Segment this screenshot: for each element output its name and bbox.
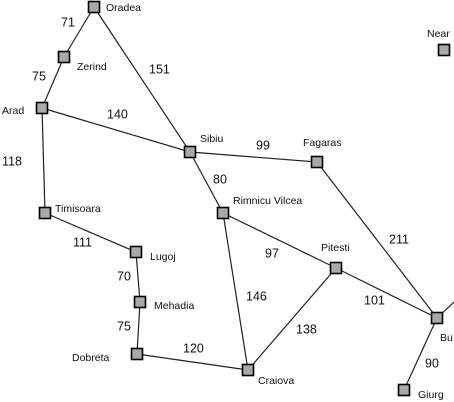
distance-label-dobreta-craiova: 120 — [183, 341, 204, 355]
road-lugoj-mehadia — [135, 251, 141, 303]
distance-label-arad-sibiu: 140 — [107, 107, 128, 121]
city-label-timisoara: Timisoara — [55, 203, 101, 215]
city-label-oradea: Oradea — [106, 2, 141, 14]
city-node-dobreta — [130, 347, 144, 361]
roads-layer — [41, 6, 454, 391]
city-label-dobreta: Dobreta — [72, 352, 110, 364]
city-node-bucharest — [430, 311, 444, 325]
road-rimnicu-vilcea-pitesti — [222, 212, 337, 269]
road-arad-timisoara — [41, 107, 46, 214]
city-node-rimnicu-vilcea — [216, 206, 230, 220]
distance-label-zerind-arad: 75 — [32, 69, 46, 83]
city-node-timisoara — [38, 206, 52, 220]
city-node-giurgiu — [397, 383, 411, 397]
road-bucharest-giurgiu — [403, 317, 438, 391]
city-label-zerind: Zerind — [77, 61, 107, 73]
road-sibiu-fagaras — [189, 151, 318, 163]
city-node-lugoj — [129, 245, 143, 259]
city-label-giurgiu: Giurg — [418, 389, 444, 401]
distance-label-lugoj-mehadia: 70 — [117, 269, 131, 283]
distance-label-sibiu-rimnicu-vilcea: 80 — [213, 172, 227, 186]
city-node-craiova — [241, 363, 255, 377]
road-mehadia-dobreta — [136, 301, 141, 355]
road-dobreta-craiova — [136, 353, 249, 371]
road-craiova-pitesti — [247, 267, 337, 371]
road-oradea-sibiu — [93, 6, 191, 153]
distance-labels-layer: 71 75 151 140 118 111 70 75 120 99 80 97 146 138 211 10… — [2, 15, 439, 370]
distance-label-pitesti-bucharest: 101 — [364, 293, 385, 307]
distance-label-oradea-zerind: 71 — [61, 15, 75, 29]
road-zerind-arad — [41, 56, 65, 109]
city-node-zerind — [57, 50, 71, 64]
road-arad-sibiu — [41, 107, 191, 153]
city-label-arad: Arad — [2, 105, 24, 117]
cities-layer — [35, 0, 451, 397]
city-node-pitesti — [329, 261, 343, 275]
road-pitesti-bucharest — [335, 267, 438, 319]
distance-label-fagaras-bucharest: 211 — [389, 232, 409, 246]
road-timisoara-lugoj — [44, 212, 137, 253]
city-node-sibiu — [183, 145, 197, 159]
distance-label-rimnicu-vilcea-craiova: 146 — [246, 289, 267, 303]
distance-label-rimnicu-vilcea-pitesti: 97 — [265, 246, 279, 260]
distance-label-arad-timisoara: 118 — [2, 154, 22, 168]
road-oradea-zerind — [63, 6, 95, 58]
city-label-rimnicu-vilcea: Rimnicu Vilcea — [233, 195, 302, 207]
city-label-pitesti: Pitesti — [321, 242, 350, 254]
city-label-craiova: Craiova — [258, 375, 294, 387]
city-node-arad — [35, 101, 49, 115]
road-rimnicu-vilcea-craiova — [222, 212, 249, 371]
city-label-bucharest: Bu — [440, 332, 453, 344]
distance-label-bucharest-giurgiu: 90 — [425, 356, 439, 370]
distance-label-timisoara-lugoj: 111 — [73, 235, 92, 249]
city-node-oradea — [87, 0, 101, 14]
road-fagaras-bucharest — [316, 161, 438, 319]
city-node-neamt — [437, 43, 451, 57]
city-node-mehadia — [133, 295, 147, 309]
distance-label-sibiu-fagaras: 99 — [256, 138, 270, 152]
city-label-sibiu: Sibiu — [200, 133, 224, 145]
city-label-neamt: Near — [427, 28, 450, 40]
city-label-lugoj: Lugoj — [150, 251, 176, 263]
city-label-fagaras: Fagaras — [303, 137, 342, 149]
distance-label-oradea-sibiu: 151 — [149, 62, 170, 76]
distance-label-mehadia-dobreta: 75 — [117, 319, 131, 333]
city-label-mehadia: Mehadia — [154, 300, 194, 312]
city-node-fagaras — [310, 155, 324, 169]
road-sibiu-rimnicu-vilcea — [189, 151, 224, 214]
distance-label-craiova-pitesti: 138 — [296, 322, 317, 336]
